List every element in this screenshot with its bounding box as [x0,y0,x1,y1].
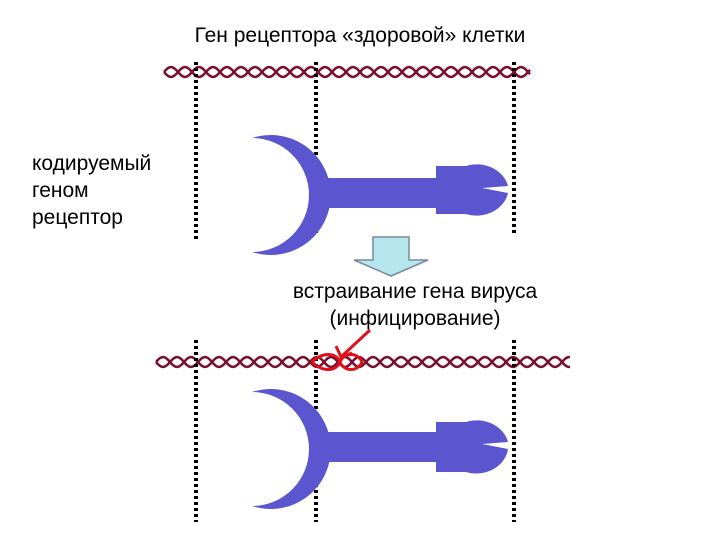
receptor-label-line-1: кодируемый [32,152,152,175]
receptor-shaft [312,178,458,208]
virus-insertion-marker [310,328,372,371]
receptor-label-line-2: геном [32,179,89,202]
receptor-big-head [252,135,331,255]
receptor-small-head-2 [436,420,508,474]
receptor-label: кодируемый геном рецептор [32,150,151,231]
receptor-shaft-2 [312,432,458,462]
red-arrow-icon [340,328,372,358]
healthy-receptor [252,135,508,255]
red-arrow-head [334,345,353,359]
diagram-title: Ген рецептора «здоровой» клетки [194,24,526,47]
process-label-line-1: встраивание гена вируса [292,280,538,303]
receptor-label-line-3: рецептор [32,206,123,229]
healthy-dna-strand [163,65,531,79]
infected-receptor [252,388,508,510]
process-label-line-2: (инфицирование) [329,307,501,330]
virus-gene-loops [310,353,364,371]
down-arrow-icon [353,236,429,277]
receptor-big-head-2 [252,388,331,510]
receptor-small-head [436,164,508,216]
process-label: встраивание гена вируса (инфицирование) [250,278,580,332]
infected-dna-strand [155,355,570,369]
